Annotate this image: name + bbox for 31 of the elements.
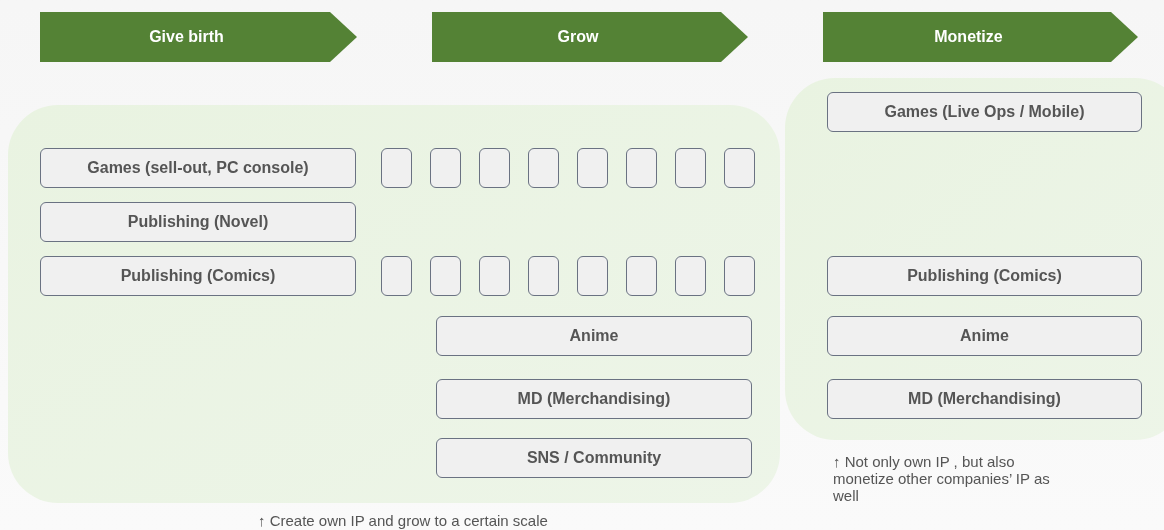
category-box: Anime [436, 316, 752, 356]
empty-box [577, 148, 608, 188]
category-box: MD (Merchandising) [827, 379, 1142, 419]
empty-box [528, 256, 559, 296]
empty-box [675, 256, 706, 296]
empty-box [381, 256, 412, 296]
empty-box [724, 256, 755, 296]
box-label: Give birth [149, 28, 224, 45]
empty-box [724, 148, 755, 188]
empty-box [479, 148, 510, 188]
category-box: Publishing (Novel) [40, 202, 356, 242]
empty-box [626, 148, 657, 188]
empty-box [430, 256, 461, 296]
empty-box [675, 148, 706, 188]
empty-box [381, 148, 412, 188]
empty-box [430, 148, 461, 188]
empty-box [626, 256, 657, 296]
category-box: Games (sell-out, PC console) [40, 148, 356, 188]
category-box: Games (Live Ops / Mobile) [827, 92, 1142, 132]
category-box: SNS / Community [436, 438, 752, 478]
box-label: Grow [557, 28, 599, 45]
note-text: ↑ Create own IP and grow to a certain scale [258, 512, 549, 529]
category-box: Publishing (Comics) [827, 256, 1142, 296]
category-box: MD (Merchandising) [436, 379, 752, 419]
empty-box [479, 256, 510, 296]
category-box: Publishing (Comics) [40, 256, 356, 296]
box-label: Monetize [934, 28, 1003, 45]
empty-box [577, 256, 608, 296]
empty-box [528, 148, 559, 188]
note-text: ↑ Not only own IP , but also monetize other companies’ IP as well [833, 453, 1051, 504]
category-box: Anime [827, 316, 1142, 356]
